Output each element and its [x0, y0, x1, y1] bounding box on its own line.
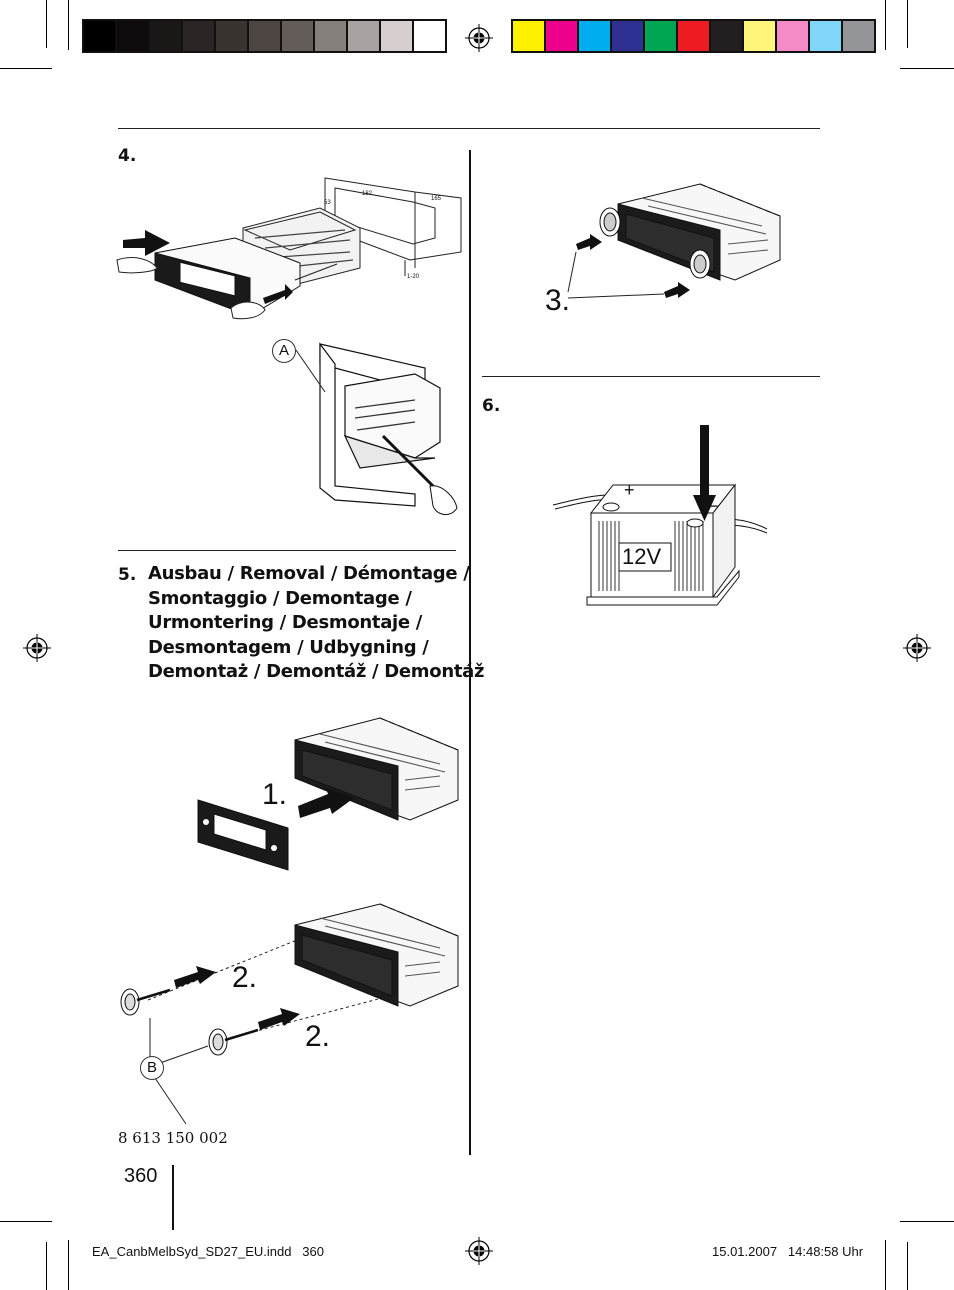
- step-2-label-lower: 2.: [305, 1020, 331, 1053]
- gray-swatch: [282, 21, 315, 51]
- dimension-label-1-20: 1-20: [407, 274, 420, 280]
- step-6-number: 6.: [482, 396, 501, 416]
- color-swatch: [711, 21, 744, 51]
- crop-mark: [885, 1240, 886, 1290]
- page-number: 360: [124, 1165, 158, 1187]
- page-number-divider: [172, 1165, 174, 1230]
- battery-plus-symbol: +: [624, 480, 635, 500]
- color-swatch: [810, 21, 843, 51]
- process-color-bar: [511, 19, 876, 53]
- gray-swatch: [348, 21, 381, 51]
- part-number: 8 613 150 002: [118, 1129, 228, 1147]
- crop-mark: [0, 1221, 52, 1222]
- dimension-label-53: 53: [324, 200, 331, 206]
- gray-swatch: [249, 21, 282, 51]
- footer-timestamp: 15.01.2007 14:48:58 Uhr: [712, 1244, 864, 1259]
- color-swatch: [777, 21, 810, 51]
- crop-mark: [68, 1240, 69, 1290]
- crop-mark: [68, 0, 69, 50]
- gray-swatch: [117, 21, 150, 51]
- registration-mark-icon: [465, 24, 493, 52]
- color-swatch: [579, 21, 612, 51]
- crop-mark: [900, 68, 954, 69]
- step-4-number: 4.: [118, 146, 137, 166]
- installation-illustration: [116, 177, 462, 515]
- registration-mark-icon: [23, 634, 51, 662]
- gray-swatch: [414, 21, 445, 51]
- crop-mark: [0, 68, 52, 69]
- gray-swatch: [381, 21, 414, 51]
- color-swatch: [645, 21, 678, 51]
- section-rule-step5: [118, 550, 456, 551]
- color-swatch: [513, 21, 546, 51]
- gray-swatch: [183, 21, 216, 51]
- registration-mark-icon: [903, 634, 931, 662]
- heading-line: Desmontagem / Udbygning /: [148, 636, 429, 658]
- step-3-label: 3.: [545, 284, 571, 317]
- callout-a: A: [272, 339, 296, 363]
- top-rule: [118, 128, 820, 129]
- removal-illustration: [120, 717, 459, 1125]
- step-1-label: 1.: [262, 778, 288, 811]
- release-keys-illustration: [567, 183, 781, 299]
- battery-voltage-label: 12V: [622, 544, 662, 569]
- column-divider: [469, 150, 471, 1155]
- color-swatch: [678, 21, 711, 51]
- gray-swatch: [84, 21, 117, 51]
- heading-line: Smontaggio / Demontage /: [148, 587, 412, 609]
- callout-b: B: [140, 1056, 164, 1080]
- color-swatch: [744, 21, 777, 51]
- heading-line: Demontaż / Demontáž / Demontáž: [148, 661, 485, 682]
- crop-mark: [46, 1242, 47, 1290]
- crop-mark: [885, 0, 886, 50]
- step-5-number: 5.: [118, 565, 137, 585]
- gray-swatch: [216, 21, 249, 51]
- crop-mark: [907, 1242, 908, 1290]
- gray-swatch: [150, 21, 183, 51]
- gray-swatch: [315, 21, 348, 51]
- battery-minus-symbol: −: [708, 496, 719, 516]
- heading-line: Urmontering / Desmontaje /: [148, 612, 423, 633]
- step-5-heading: Ausbau / Removal / Démontage / Smontaggio…: [148, 562, 484, 685]
- color-swatch: [612, 21, 645, 51]
- crop-mark: [907, 0, 908, 48]
- crop-mark: [900, 1221, 954, 1222]
- grayscale-color-bar: [82, 19, 447, 53]
- heading-line: Ausbau / Removal / Démontage /: [148, 563, 470, 584]
- crop-mark: [46, 0, 47, 48]
- color-swatch: [546, 21, 579, 51]
- section-rule-step6: [482, 376, 820, 377]
- dimension-label-182: 182: [362, 191, 373, 197]
- step-2-label-upper: 2.: [232, 961, 258, 994]
- dimension-label-165: 165: [431, 196, 442, 202]
- registration-mark-icon: [465, 1237, 493, 1265]
- color-swatch: [843, 21, 874, 51]
- footer-file-name: EA_CanbMelbSyd_SD27_EU.indd 360: [92, 1244, 324, 1259]
- battery-icon: [552, 425, 768, 606]
